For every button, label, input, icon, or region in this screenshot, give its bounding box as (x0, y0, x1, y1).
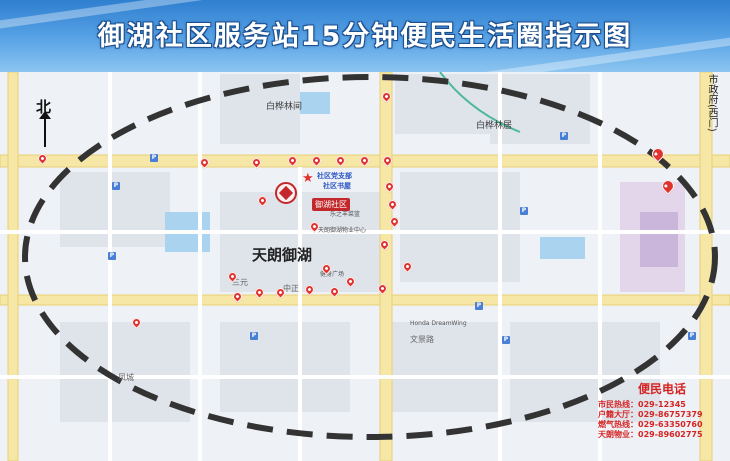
landmark-wuye-center: 天朗御湖物业中心 (318, 227, 367, 234)
community-logo-icon (275, 182, 297, 204)
hotline-label: 燃气热线： (598, 420, 638, 429)
hotline-panel: 便民电话 市民热线：029-12345 户籍大厅：029-86757379 燃气… (598, 380, 726, 440)
map-canvas[interactable]: 北 白桦林间 白桦林居 天朗御湖 市政府(西门) Honda DreamWing… (0, 72, 730, 461)
landmark-tianlang-yuhu: 天朗御湖 (252, 246, 313, 264)
landmark-honda: Honda DreamWing (410, 320, 467, 327)
north-arrow-icon (39, 111, 51, 147)
north-indicator: 北 (32, 96, 56, 147)
party-station-label: 社区党支部 (317, 172, 352, 180)
parking-icon: P (108, 252, 116, 260)
hotline-row: 户籍大厅：029-86757379 (598, 410, 726, 420)
hotline-label: 天朗物业： (598, 430, 638, 439)
road-sanyuan: 三元 (232, 278, 248, 287)
parking-icon: P (520, 207, 528, 215)
parking-icon: P (150, 154, 158, 162)
hotline-label: 市民热线： (598, 400, 638, 409)
parking-icon: P (112, 182, 120, 190)
hotline-number[interactable]: 029-63350760 (638, 420, 703, 429)
hotline-number[interactable]: 029-86757379 (638, 410, 703, 419)
service-station-star-icon[interactable]: ★ (302, 171, 314, 186)
road-zhongzheng: 中正 (283, 284, 299, 293)
hotline-title: 便民电话 (637, 382, 686, 396)
title-banner: 御湖社区服务站15分钟便民生活圈指示图 (0, 0, 730, 72)
landmark-le-zhi-mart: 乐之丰菜篮 (330, 211, 361, 218)
hotline-number[interactable]: 029-12345 (638, 400, 686, 409)
yuhu-community-tag[interactable]: 御湖社区 (312, 198, 350, 211)
hotline-row: 燃气热线：029-63350760 (598, 420, 726, 430)
landmark-baihua-linju: 白桦林居 (476, 121, 513, 131)
road-fengcheng: 凤城 (118, 373, 134, 382)
hotline-row: 市民热线：029-12345 (598, 400, 726, 410)
landmark-city-government: 市政府(西门) (706, 74, 717, 132)
parking-icon: P (560, 132, 568, 140)
parking-icon: P (475, 302, 483, 310)
hotline-row: 天朗物业：029-89602775 (598, 430, 726, 440)
parking-icon: P (250, 332, 258, 340)
road-wenjing: 文景路 (410, 335, 434, 344)
parking-icon: P (502, 336, 510, 344)
hotline-label: 户籍大厅： (598, 410, 638, 419)
parking-icon: P (688, 332, 696, 340)
page-title: 御湖社区服务站15分钟便民生活圈指示图 (97, 21, 633, 52)
bookstore-label: 社区书屋 (323, 182, 351, 190)
hotline-number[interactable]: 029-89602775 (638, 430, 703, 439)
map-base (0, 72, 730, 461)
landmark-fitness: 健身广场 (320, 271, 345, 278)
landmark-baihua-linjian: 白桦林间 (266, 102, 303, 112)
